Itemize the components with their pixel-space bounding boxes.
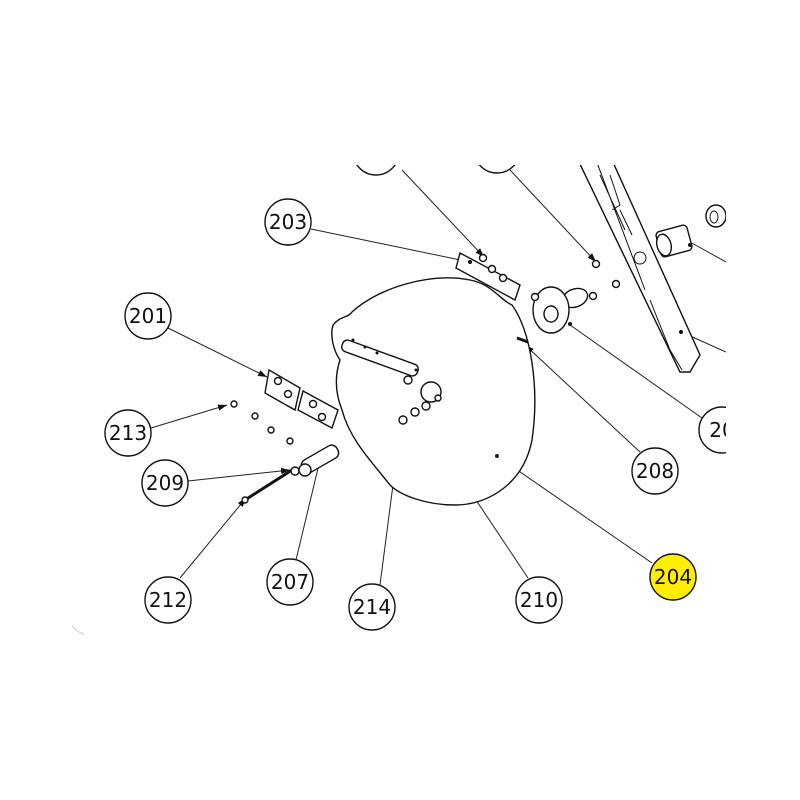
hinge-plate-203: [455, 251, 601, 302]
callout-label: 209: [146, 471, 184, 495]
callout-207[interactable]: 207: [266, 558, 314, 606]
blade-201: [230, 368, 339, 445]
corner-mark: [71, 624, 85, 635]
callout-label: 213: [109, 421, 147, 445]
callout-label: 208: [636, 459, 674, 483]
callout-204-highlighted[interactable]: 204: [649, 553, 697, 601]
callout-212[interactable]: 212: [144, 576, 192, 624]
callout-201[interactable]: 201: [124, 292, 172, 340]
hub-flange: [516, 279, 621, 344]
callout-label: 20: [709, 418, 734, 442]
callout-label: 212: [149, 588, 187, 612]
callout-top-2: [478, 165, 516, 174]
callout-210[interactable]: 210: [515, 576, 563, 624]
callout-label: 203: [269, 210, 307, 234]
callout-214[interactable]: 214: [348, 583, 396, 631]
callout-top-1: [356, 165, 396, 176]
callout-209[interactable]: 209: [141, 459, 189, 507]
pin-assembly: [241, 444, 340, 504]
callout-label: 210: [520, 588, 558, 612]
frame-arm: [579, 165, 726, 373]
callout-label: 214: [353, 595, 391, 619]
callout-label: 201: [129, 304, 167, 328]
callout-203[interactable]: 203: [264, 198, 312, 246]
callout-213[interactable]: 213: [104, 409, 152, 457]
callout-20x-partial[interactable]: 20: [698, 406, 745, 454]
callout-label: 204: [654, 565, 692, 589]
callout-208[interactable]: 208: [631, 447, 679, 495]
callout-label: 207: [271, 570, 309, 594]
leader-lines: [150, 169, 726, 586]
disc-plate-204: [331, 277, 536, 506]
